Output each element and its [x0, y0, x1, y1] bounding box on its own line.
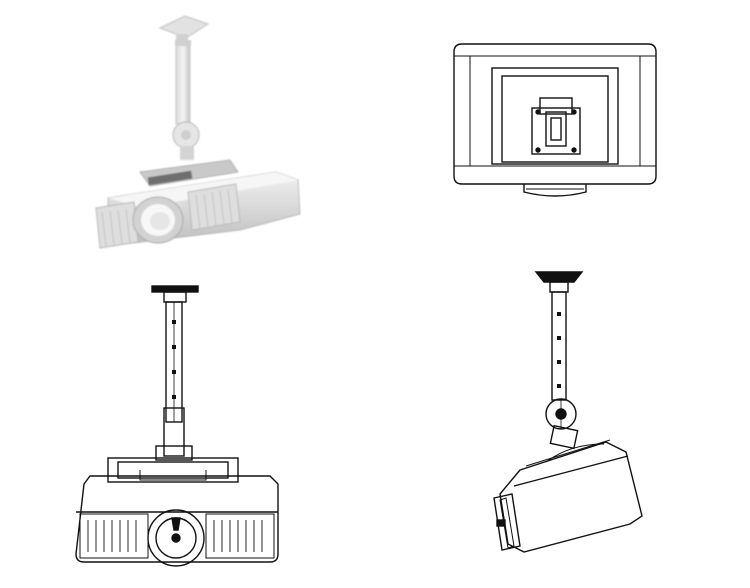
panel-a-render [95, 15, 301, 249]
tilt-joint [172, 121, 200, 160]
panel-c-front-view [75, 285, 279, 567]
extension-pole [551, 291, 567, 401]
tilt-joint [545, 398, 579, 450]
projector-lens [493, 493, 521, 551]
projector-lens [147, 509, 205, 567]
panel-d-side-view [493, 271, 643, 553]
projector-lens [132, 196, 184, 244]
extension-pole [175, 40, 191, 125]
projector-outline [499, 439, 643, 553]
panel-b-top-view [453, 43, 657, 197]
projector-outline [453, 43, 657, 185]
ceiling-plate [151, 285, 199, 303]
mount-arms [107, 457, 239, 483]
projector-body [95, 171, 301, 249]
ceiling-plate [158, 15, 210, 44]
lens-ring [523, 184, 587, 197]
projector-outline [75, 475, 279, 563]
extension-pole [165, 301, 183, 423]
tilt-bracket [155, 407, 193, 461]
mount-frame [491, 67, 619, 165]
ceiling-plate [534, 271, 584, 293]
mount-bracket [139, 159, 239, 187]
mount-plate [531, 97, 581, 155]
